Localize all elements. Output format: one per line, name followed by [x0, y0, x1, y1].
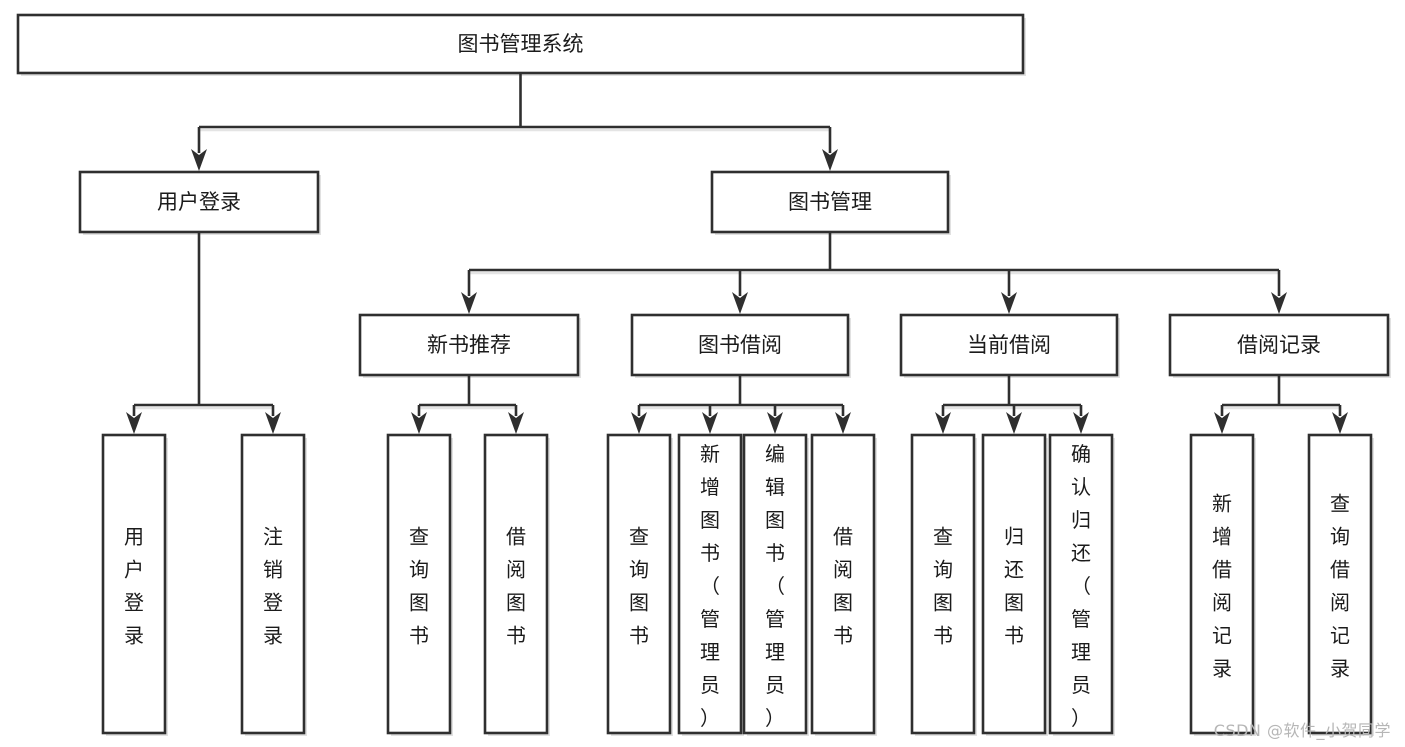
node-leaf-edit-book[interactable]: 编辑图书（管理员） — [742, 433, 808, 735]
arrow-head-icon — [1073, 412, 1089, 434]
node-label: 用户登录 — [124, 525, 144, 648]
node-book-borrow[interactable]: 图书借阅 — [630, 313, 850, 377]
node-box[interactable] — [1168, 313, 1390, 377]
node-label: 新书推荐 — [427, 333, 511, 357]
node-box[interactable] — [101, 433, 167, 735]
arrow-head-icon — [1006, 412, 1022, 434]
node-label: 查询图书 — [409, 525, 429, 648]
node-box[interactable] — [240, 433, 306, 735]
arrow-head-icon — [191, 149, 207, 171]
node-leaf-borrow-book-2[interactable]: 借阅图书 — [810, 433, 876, 735]
node-box[interactable] — [981, 433, 1047, 735]
node-label: 查询图书 — [629, 525, 649, 648]
node-label: 图书借阅 — [698, 333, 782, 357]
node-user-login[interactable]: 用户登录 — [78, 170, 320, 234]
node-label: 查询图书 — [933, 525, 953, 648]
arrow-head-icon — [702, 412, 718, 434]
node-leaf-confirm-return[interactable]: 确认归还（管理员） — [1048, 433, 1114, 735]
node-layer: 图书管理系统用户登录图书管理新书推荐图书借阅当前借阅借阅记录用户登录注销登录查询… — [16, 13, 1390, 735]
node-box[interactable] — [483, 433, 549, 735]
node-box[interactable] — [1048, 433, 1114, 735]
arrow-head-icon — [126, 412, 142, 434]
node-box[interactable] — [358, 313, 580, 377]
arrow-head-icon — [935, 412, 951, 434]
arrow-head-icon — [767, 412, 783, 434]
node-box[interactable] — [899, 313, 1119, 377]
node-label: 新增图书（管理员） — [700, 442, 720, 730]
node-leaf-user-login[interactable]: 用户登录 — [101, 433, 167, 735]
node-label: 注销登录 — [263, 525, 283, 648]
node-box[interactable] — [630, 313, 850, 377]
node-book-manage[interactable]: 图书管理 — [710, 170, 950, 234]
node-box[interactable] — [386, 433, 452, 735]
arrow-head-icon — [265, 412, 281, 434]
node-box[interactable] — [1307, 433, 1373, 735]
node-label: 新增借阅记录 — [1212, 492, 1232, 681]
node-borrow-record[interactable]: 借阅记录 — [1168, 313, 1390, 377]
arrow-head-icon — [1001, 292, 1017, 314]
node-label: 查询借阅记录 — [1330, 492, 1350, 681]
node-label: 用户登录 — [157, 190, 241, 214]
node-box[interactable] — [810, 433, 876, 735]
arrow-head-icon — [822, 149, 838, 171]
node-current-borrow[interactable]: 当前借阅 — [899, 313, 1119, 377]
node-box[interactable] — [16, 13, 1025, 75]
node-leaf-query-record[interactable]: 查询借阅记录 — [1307, 433, 1373, 735]
node-label: 确认归还（管理员） — [1071, 442, 1091, 730]
arrow-head-icon — [461, 292, 477, 314]
node-box[interactable] — [606, 433, 672, 735]
node-box[interactable] — [742, 433, 808, 735]
arrow-head-icon — [631, 412, 647, 434]
arrow-head-icon — [835, 412, 851, 434]
node-leaf-query-book-1[interactable]: 查询图书 — [386, 433, 452, 735]
node-leaf-add-record[interactable]: 新增借阅记录 — [1189, 433, 1255, 735]
node-leaf-query-book-3[interactable]: 查询图书 — [910, 433, 976, 735]
node-root[interactable]: 图书管理系统 — [16, 13, 1025, 75]
node-box[interactable] — [78, 170, 320, 234]
arrow-head-icon — [1271, 292, 1287, 314]
connector-layer — [126, 73, 1348, 434]
node-box[interactable] — [910, 433, 976, 735]
node-label: 借阅记录 — [1237, 333, 1321, 357]
node-box[interactable] — [677, 433, 743, 735]
node-box[interactable] — [1189, 433, 1255, 735]
arrow-head-icon — [1214, 412, 1230, 434]
arrow-head-icon — [1332, 412, 1348, 434]
node-box[interactable] — [710, 170, 950, 234]
node-label: 图书管理系统 — [458, 32, 584, 56]
arrow-head-icon — [732, 292, 748, 314]
node-new-book-rec[interactable]: 新书推荐 — [358, 313, 580, 377]
node-label: 归还图书 — [1004, 525, 1024, 648]
node-leaf-add-book[interactable]: 新增图书（管理员） — [677, 433, 743, 735]
node-leaf-logout[interactable]: 注销登录 — [240, 433, 306, 735]
node-leaf-return-book[interactable]: 归还图书 — [981, 433, 1047, 735]
node-label: 借阅图书 — [833, 525, 853, 648]
node-leaf-borrow-book-1[interactable]: 借阅图书 — [483, 433, 549, 735]
node-leaf-query-book-2[interactable]: 查询图书 — [606, 433, 672, 735]
node-label: 编辑图书（管理员） — [765, 442, 785, 730]
arrow-head-icon — [508, 412, 524, 434]
watermark-label: CSDN @软件_小贺同学 — [1213, 721, 1391, 740]
arrow-head-icon — [411, 412, 427, 434]
node-label: 借阅图书 — [506, 525, 526, 648]
node-label: 图书管理 — [788, 190, 872, 214]
node-label: 当前借阅 — [967, 333, 1051, 357]
